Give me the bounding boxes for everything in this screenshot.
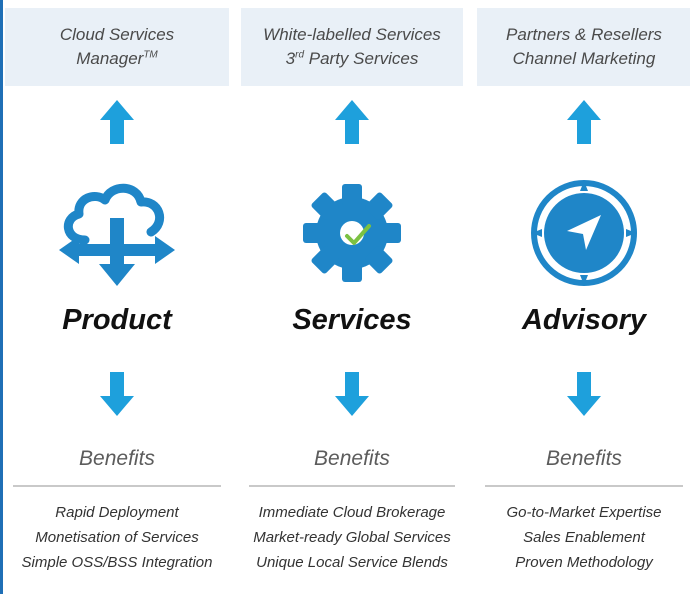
arrow-down-icon [100, 372, 134, 416]
arrow-up-icon [100, 100, 134, 144]
services-outcome-line-1: White-labelled Services [263, 25, 441, 44]
product-title: Product [62, 304, 172, 336]
list-item: Simple OSS/BSS Integration [21, 554, 213, 571]
product-benefits-list: Rapid Deployment Monetisation of Service… [5, 500, 229, 575]
arrow-up-icon [567, 100, 601, 144]
advisory-column: Partners & Resellers Channel Marketing A… [477, 0, 690, 594]
product-benefits-heading: Benefits [79, 447, 155, 470]
advisory-benefits-list: Go-to-Market Expertise Sales Enablement … [477, 500, 690, 575]
cloud-distribution-icon [59, 183, 175, 286]
list-item: Go-to-Market Expertise [506, 504, 662, 521]
advisory-benefits-heading: Benefits [546, 447, 622, 470]
services-benefits-list: Immediate Cloud Brokerage Market-ready G… [241, 500, 463, 575]
advisory-divider [485, 485, 683, 487]
list-item: Proven Methodology [515, 554, 653, 571]
list-item: Market-ready Global Services [253, 529, 451, 546]
advisory-outcome-line-2: Channel Marketing [512, 49, 656, 68]
product-outcome-line-2: ManagerTM [76, 49, 158, 68]
services-outcome-box: White-labelled Services 3rd Party Servic… [241, 8, 463, 86]
services-benefits-heading: Benefits [314, 447, 390, 470]
services-divider [249, 485, 455, 487]
list-item: Unique Local Service Blends [256, 554, 448, 571]
product-outcome-line-1: Cloud Services [59, 25, 175, 44]
advisory-outcome-line-1: Partners & Resellers [506, 25, 662, 44]
arrow-down-icon [335, 372, 369, 416]
list-item: Monetisation of Services [35, 529, 199, 546]
services-title: Services [292, 304, 412, 336]
compass-icon [531, 180, 637, 286]
list-item: Rapid Deployment [55, 504, 179, 521]
product-outcome-box: Cloud Services ManagerTM [5, 8, 229, 86]
services-column: White-labelled Services 3rd Party Servic… [241, 0, 463, 594]
list-item: Immediate Cloud Brokerage [258, 504, 446, 521]
services-outcome-line-2: 3rd Party Services [285, 49, 419, 68]
arrow-down-icon [567, 372, 601, 416]
advisory-title: Advisory [521, 304, 647, 336]
product-divider [13, 485, 221, 487]
gear-check-icon [303, 184, 401, 282]
advisory-outcome-box: Partners & Resellers Channel Marketing [477, 8, 690, 86]
left-border [0, 0, 3, 594]
list-item: Sales Enablement [523, 529, 645, 546]
arrow-up-icon [335, 100, 369, 144]
product-column: Cloud Services ManagerTM Product Benefit… [5, 0, 229, 594]
